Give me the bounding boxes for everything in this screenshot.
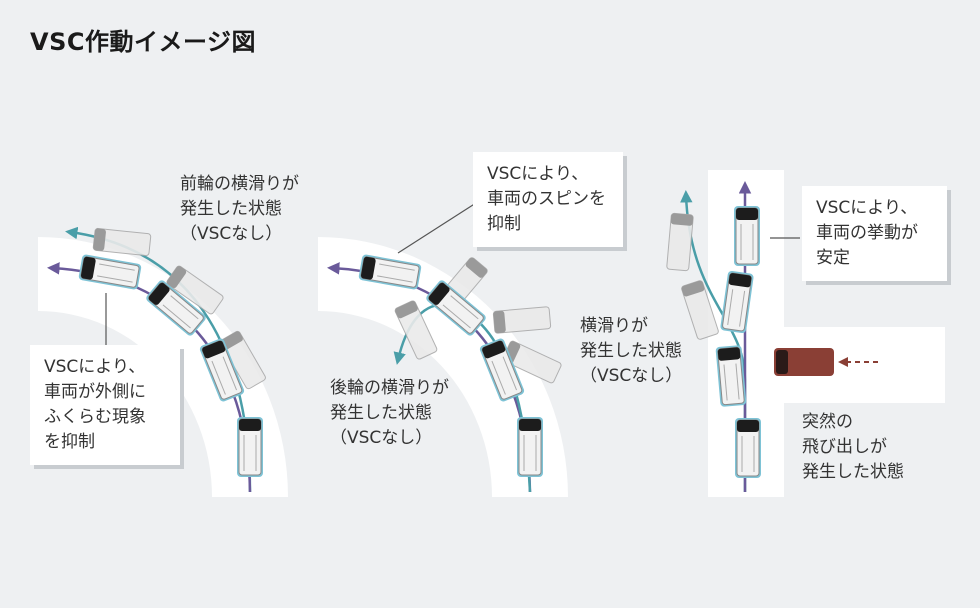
panel3-vsc-callout: VSCにより、 車両の挙動が 安定	[802, 186, 947, 281]
panel1-vsc-callout: VSCにより、 車両が外側に ふくらむ現象 を抑制	[30, 345, 180, 465]
panel2-callout-line	[397, 202, 477, 254]
panel2-vsc-callout: VSCにより、 車両のスピンを 抑制	[473, 152, 623, 247]
panel3-label-event: 突然の 飛び出しが 発生した状態	[802, 412, 904, 482]
page-title: VSC作動イメージ図	[30, 28, 256, 56]
panel3-label-without-vsc: 横滑りが 発生した状態 （VSCなし）	[580, 316, 683, 386]
panel1-label-without-vsc: 前輪の横滑りが 発生した状態 （VSCなし）	[180, 174, 299, 244]
panel2-road	[318, 237, 568, 497]
panel2-label-without-vsc: 後輪の横滑りが 発生した状態 （VSCなし）	[330, 378, 449, 448]
panel3-other-vehicle	[774, 348, 834, 376]
